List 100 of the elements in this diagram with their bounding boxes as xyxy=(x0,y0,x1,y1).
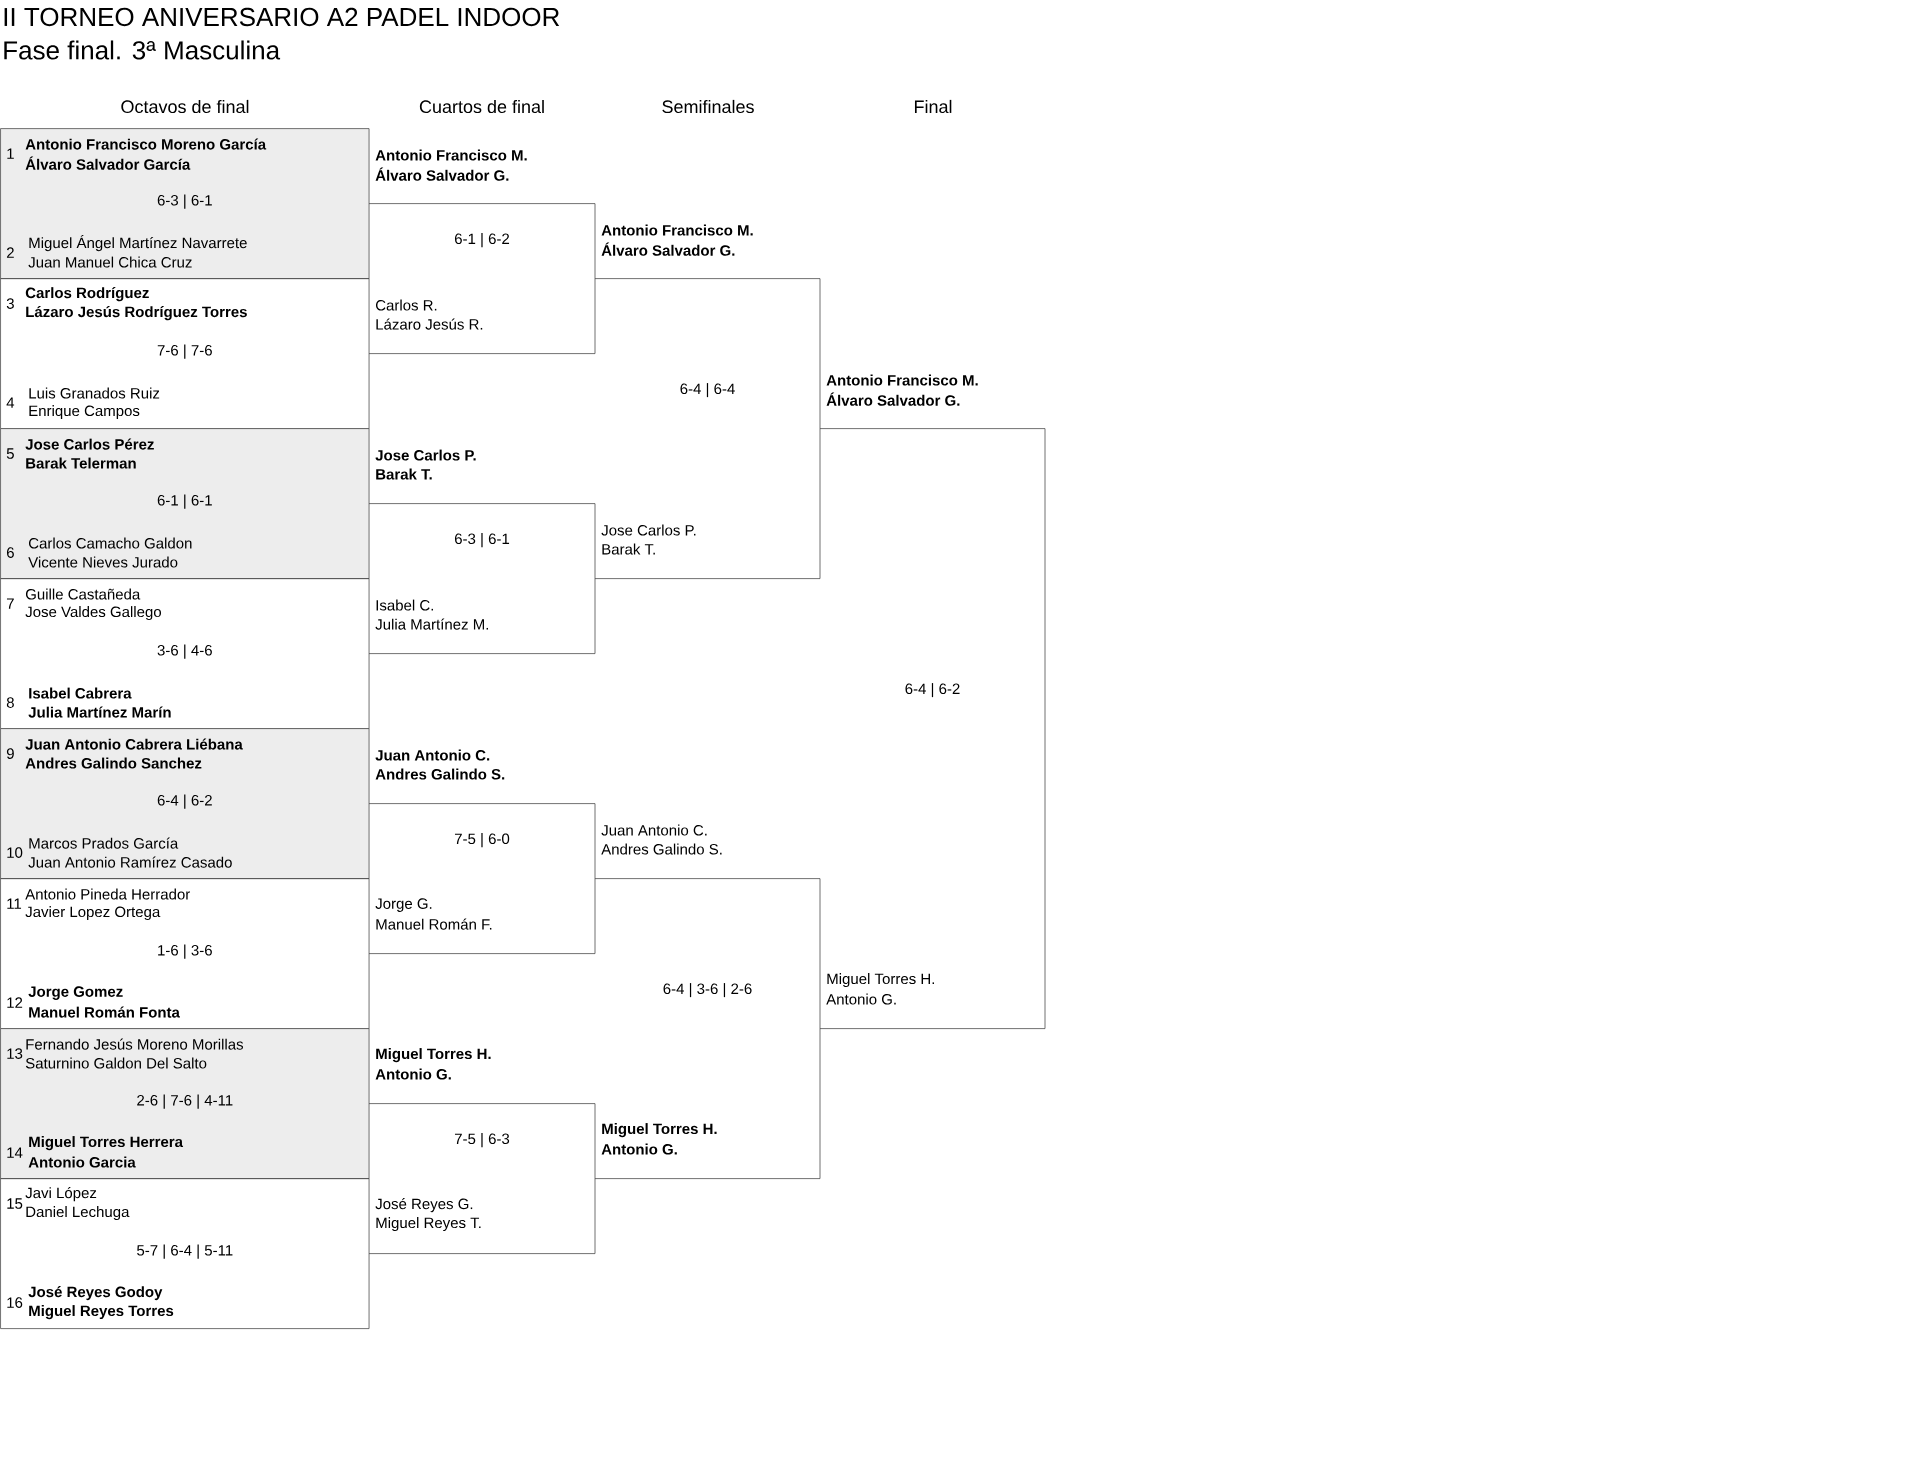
match-score: 1-6 | 3-6 xyxy=(158,944,212,959)
seed-number: 12 xyxy=(7,997,23,1008)
player-name: Luis Granados Ruiz xyxy=(29,387,160,399)
match-box xyxy=(0,128,370,279)
player-name: Álvaro Salvador G. xyxy=(375,167,509,181)
seed-number: 9 xyxy=(6,748,14,759)
player-name: Juan Antonio Cabrera Liébana xyxy=(25,738,243,750)
match-score: 2-6 | 7-6 | 4-11 xyxy=(137,1094,233,1109)
match-score: 7-5 | 6-3 xyxy=(455,1133,510,1148)
match-score: 6-1 | 6-2 xyxy=(455,233,510,248)
player-name: Miguel Reyes Torres xyxy=(29,1305,174,1320)
match-score: 7-6 | 7-6 xyxy=(157,344,212,359)
match-bracket xyxy=(368,1048,596,1254)
seed-number: 14 xyxy=(7,1147,23,1158)
player-name: Carlos R. xyxy=(376,299,437,311)
seed-number: 10 xyxy=(7,847,23,858)
player-name: Carlos Rodríguez xyxy=(25,287,149,302)
player-name: Miguel Torres H. xyxy=(602,1123,717,1138)
player-name: Antonio Francisco M. xyxy=(826,374,978,386)
player-name: Miguel Ángel Martínez Navarrete xyxy=(29,235,247,252)
match-score: 6-3 | 6-1 xyxy=(157,194,212,209)
player-name: Barak T. xyxy=(376,468,432,480)
match-score: 6-4 | 3-6 | 2-6 xyxy=(663,983,752,998)
player-name: Antonio Garcia xyxy=(28,1156,136,1168)
seed-number: 8 xyxy=(6,697,14,708)
match-bracket xyxy=(819,374,1046,1029)
player-name: Manuel Román F. xyxy=(376,918,492,930)
title: II TORNEO ANIVERSARIO A2 PADEL INDOOR xyxy=(4,7,560,27)
match-score: 3-6 | 4-6 xyxy=(157,644,212,659)
player-name: Daniel Lechuga xyxy=(26,1206,130,1221)
player-name: Álvaro Salvador García xyxy=(25,156,191,170)
player-name: Fernando Jesús Moreno Morillas xyxy=(26,1038,244,1050)
match-bracket xyxy=(368,749,596,954)
player-name: José Reyes Godoy xyxy=(28,1286,163,1301)
player-name: Lázaro Jesús R. xyxy=(376,318,483,330)
seed-number: 5 xyxy=(6,448,14,459)
player-name: Lázaro Jesús Rodríguez Torres xyxy=(26,306,247,321)
player-name: Jose Carlos Pérez xyxy=(25,438,154,450)
player-name: Andres Galindo Sanchez xyxy=(25,757,202,769)
player-name: Antonio Francisco M. xyxy=(601,224,753,236)
player-name: Manuel Román Fonta xyxy=(29,1006,180,1018)
player-name: Juan Antonio C. xyxy=(375,749,490,761)
match-box xyxy=(0,728,370,879)
player-name: Álvaro Salvador G. xyxy=(601,242,735,256)
seed-number: 13 xyxy=(7,1048,23,1059)
player-name: Miguel Torres H. xyxy=(827,973,934,988)
player-name: Andres Galindo S. xyxy=(601,843,722,855)
player-name: Isabel C. xyxy=(376,599,433,611)
player-name: Enrique Campos xyxy=(29,405,140,420)
match-score: 6-3 | 6-1 xyxy=(455,533,510,548)
player-name: Juan Manuel Chica Cruz xyxy=(28,256,192,268)
player-name: Guille Castañeda xyxy=(25,588,141,600)
player-name: Carlos Camacho Galdon xyxy=(29,537,192,549)
seed-number: 2 xyxy=(6,247,14,258)
match-bracket xyxy=(368,149,596,354)
match-box xyxy=(0,1178,370,1329)
seed-number: 3 xyxy=(6,298,14,309)
player-name: Antonio G. xyxy=(601,1143,677,1155)
player-name: Javi López xyxy=(25,1187,97,1202)
match-score: 6-4 | 6-4 xyxy=(680,383,735,398)
round-heading: Cuartos de final xyxy=(419,99,544,114)
player-name: Miguel Torres Herrera xyxy=(29,1136,184,1151)
match-score: 5-7 | 6-4 | 5-11 xyxy=(137,1244,233,1259)
match-score: 7-5 | 6-0 xyxy=(455,833,510,848)
player-name: Antonio Pineda Herrador xyxy=(25,888,190,900)
player-name: Antonio G. xyxy=(826,993,896,1005)
player-name: Antonio G. xyxy=(375,1068,451,1080)
match-bracket xyxy=(594,224,821,579)
player-name: Miguel Reyes T. xyxy=(376,1217,481,1232)
seed-number: 1 xyxy=(7,148,14,159)
player-name: Miguel Torres H. xyxy=(376,1048,491,1063)
seed-number: 7 xyxy=(7,598,14,609)
player-name: Jose Carlos P. xyxy=(601,524,696,536)
player-name: Andres Galindo S. xyxy=(375,768,505,780)
subtitle: Fase final. 3ª Masculina xyxy=(4,40,281,60)
player-name: Álvaro Salvador G. xyxy=(826,392,960,406)
match-score: 6-1 | 6-1 xyxy=(157,494,212,509)
player-name: Juan Antonio Ramírez Casado xyxy=(28,856,232,868)
player-name: José Reyes G. xyxy=(375,1198,473,1213)
player-name: Barak Telerman xyxy=(26,457,136,469)
player-name: Antonio Francisco M. xyxy=(375,149,527,161)
player-name: Vicente Nieves Jurado xyxy=(28,556,178,568)
player-name: Jose Carlos P. xyxy=(375,449,476,461)
player-name: Jorge G. xyxy=(375,898,432,912)
match-box xyxy=(0,1028,370,1179)
match-score: 6-4 | 6-2 xyxy=(157,794,212,809)
player-name: Barak T. xyxy=(602,543,655,555)
seed-number: 4 xyxy=(6,397,15,408)
player-name: Isabel Cabrera xyxy=(29,687,132,699)
round-heading: Semifinales xyxy=(662,99,754,114)
player-name: Jose Valdes Gallego xyxy=(25,606,161,621)
round-heading: Final xyxy=(915,99,952,114)
player-name: Julia Martínez Marín xyxy=(28,706,171,718)
seed-number: 16 xyxy=(7,1297,23,1308)
player-name: Javier Lopez Ortega xyxy=(25,906,161,921)
seed-number: 15 xyxy=(7,1198,23,1209)
player-name: Antonio Francisco Moreno García xyxy=(25,138,267,150)
player-name: Julia Martínez M. xyxy=(375,618,488,630)
seed-number: 11 xyxy=(7,898,22,909)
player-name: Saturnino Galdon Del Salto xyxy=(25,1057,207,1069)
